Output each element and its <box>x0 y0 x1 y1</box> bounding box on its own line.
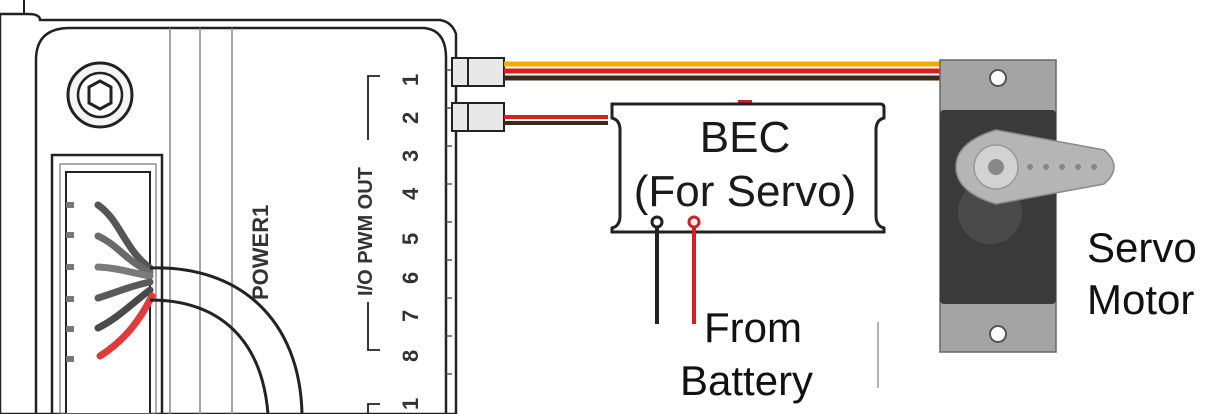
bec-module: BEC (For Servo) <box>610 102 886 234</box>
bec-signal-lead <box>504 100 752 125</box>
pin-label-7: 7 <box>398 310 423 322</box>
power-connector <box>50 153 164 414</box>
bec-power-terminal <box>687 215 701 229</box>
pin-label-6: 6 <box>398 272 423 284</box>
io-pwm-out-label: I/O PWM OUT <box>355 167 377 296</box>
power-cable <box>149 266 304 414</box>
mount-hole-bottom <box>989 325 1007 343</box>
pin-label-4: 4 <box>398 187 423 200</box>
power-label: POWER1 <box>248 205 273 300</box>
servo-horn <box>955 129 1115 205</box>
battery-wires <box>655 227 696 324</box>
bec-title: BEC <box>700 113 790 162</box>
servo-motor <box>939 59 1115 353</box>
servo-lead <box>504 61 945 81</box>
mount-hole-top <box>989 69 1007 87</box>
pin-label-next-1: 1 <box>398 398 423 410</box>
flight-controller: POWER1 I/O PWM OUT 1 2 3 4 5 6 7 8 1 <box>0 0 458 414</box>
servo-plug-pin-1 <box>451 57 505 87</box>
pin-label-8: 8 <box>398 350 423 362</box>
pin-label-2: 2 <box>398 112 423 124</box>
pin-label-1: 1 <box>398 74 423 86</box>
bec-ground-terminal <box>650 215 664 229</box>
bec-subtitle: (For Servo) <box>634 167 856 216</box>
io-bracket <box>367 75 380 414</box>
pin-header <box>446 69 452 375</box>
servo-note-line2: Motor <box>1087 276 1194 323</box>
pin-label-3: 3 <box>398 150 423 162</box>
pin-label-5: 5 <box>398 233 423 245</box>
battery-note-line1: From <box>704 304 802 351</box>
battery-note-line2: Battery <box>680 357 813 404</box>
servo-note-line1: Servo <box>1087 224 1197 271</box>
servo-plug-pin-2 <box>451 102 505 132</box>
pin-numbers: 1 2 3 4 5 6 7 8 1 <box>398 74 423 410</box>
screw-icon <box>66 61 134 129</box>
